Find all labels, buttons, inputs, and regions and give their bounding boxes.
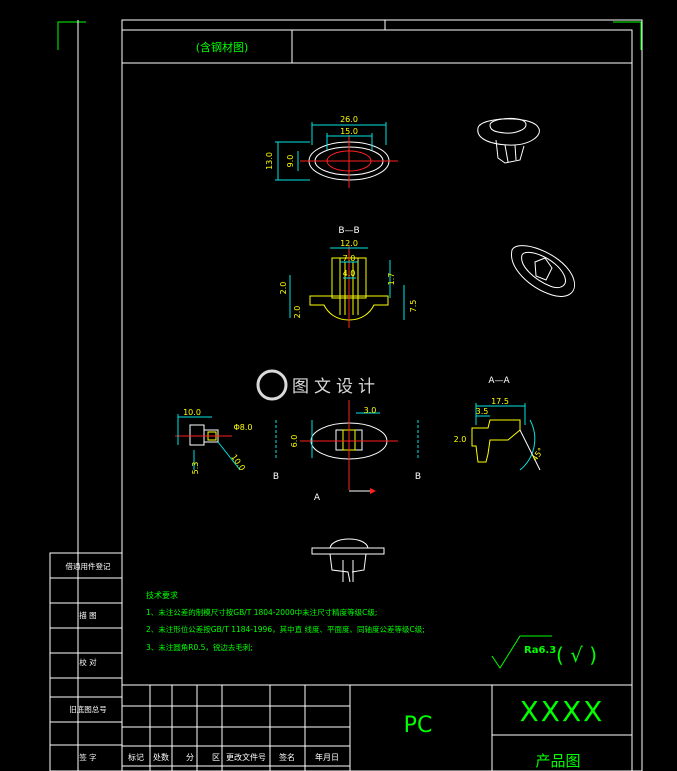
watermark: 图文设计 xyxy=(256,369,380,401)
tb-header-sign: 签名 xyxy=(279,752,295,762)
dim-2b: 2.0 xyxy=(293,306,302,319)
dim-15: 15.0 xyxy=(340,127,358,136)
dim-1-7: 1.7 xyxy=(387,273,396,286)
left-col-4: 旧底图总号 xyxy=(69,704,107,714)
dim-7-5: 7.5 xyxy=(409,300,418,313)
section-aa xyxy=(471,403,541,471)
inner-frame xyxy=(121,29,633,771)
section-a-label: A xyxy=(314,493,321,503)
section-bb-label: B—B xyxy=(338,226,359,236)
dim-5-3: 5.3 xyxy=(191,462,200,475)
tb-header-change-doc: 更改文件号 xyxy=(226,752,266,762)
material-label: PC xyxy=(404,713,433,738)
tech-note-3: 3、未注圆角R0.5，锐边去毛刺; xyxy=(146,642,253,652)
dim-phi8: Φ8.0 xyxy=(233,423,252,432)
tb-header-div: 分 xyxy=(186,753,194,762)
dim-3-5: 3.5 xyxy=(476,407,489,416)
tech-title: 技术要求 xyxy=(146,590,178,600)
title-block xyxy=(122,684,632,771)
iso-view-upper xyxy=(477,117,540,164)
dim-17-5: 17.5 xyxy=(491,397,509,406)
left-col-3: 校 对 xyxy=(79,657,97,667)
dim-26: 26.0 xyxy=(340,115,358,124)
dim-10a: 10.0 xyxy=(183,408,201,417)
left-col-5: 签 字 xyxy=(79,752,96,762)
dim-7: 7.0 xyxy=(343,254,356,263)
title-box-text: (含钢材图) xyxy=(196,40,249,54)
front-view xyxy=(275,400,419,494)
dim-4: 4.0 xyxy=(343,269,356,278)
section-bb xyxy=(289,245,405,328)
tb-header-zone: 区 xyxy=(212,753,220,762)
left-col-1: 借通用件登记 xyxy=(66,561,111,571)
tb-header-count: 处数 xyxy=(153,752,169,762)
drawing-name: 产品图 xyxy=(535,752,580,770)
top-view xyxy=(275,122,398,188)
section-b-left: B xyxy=(273,472,279,482)
dim-9: 9.0 xyxy=(286,155,295,168)
dim-12: 12.0 xyxy=(340,239,358,248)
watermark-text: 图文设计 xyxy=(292,377,380,397)
section-aa-label: A—A xyxy=(488,376,510,386)
roughness-symbol: Ra6.3 ( √ ) xyxy=(491,635,597,669)
tb-header-date: 年月日 xyxy=(315,752,339,762)
dim-3: 3.0 xyxy=(364,406,377,415)
dim-6: 6.0 xyxy=(290,435,299,448)
roughness-value: Ra6.3 xyxy=(524,645,556,656)
bottom-view xyxy=(311,538,385,583)
section-b-right: B xyxy=(415,472,421,482)
dim-13: 13.0 xyxy=(265,152,274,170)
roughness-suffix: ( √ ) xyxy=(556,643,597,667)
side-view xyxy=(175,414,241,471)
tb-header-mark: 标记 xyxy=(128,752,144,762)
tech-note-1: 1、未注公差的制模尺寸按GB/T 1804-2000中未注尺寸精度等级C级; xyxy=(146,607,377,617)
tech-note-2: 2、未注形位公差按GB/T 1184-1996，其中直 线度、平面度、同轴度公差… xyxy=(146,624,425,634)
dim-10b: 10.0 xyxy=(229,453,247,473)
part-code: XXXX xyxy=(520,695,605,728)
left-column xyxy=(49,552,123,771)
frame-corner-marks xyxy=(57,21,642,50)
iso-view-lower xyxy=(511,245,575,297)
left-col-2: 描 图 xyxy=(79,610,96,620)
dim-2a: 2.0 xyxy=(279,282,288,295)
dim-2-aa: 2.0 xyxy=(454,435,467,444)
dim-45deg: 45° xyxy=(530,446,546,463)
